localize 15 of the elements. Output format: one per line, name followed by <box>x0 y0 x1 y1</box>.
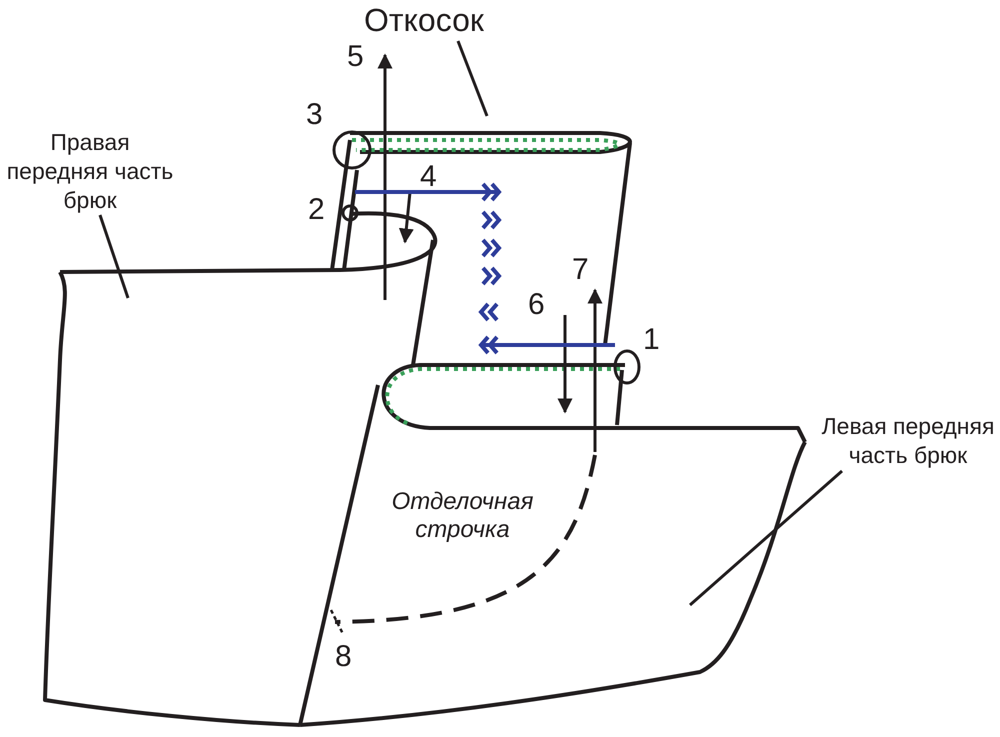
part-label: Откосок <box>364 0 514 40</box>
callout-number: 1 <box>643 323 660 358</box>
callout-number: 6 <box>528 288 545 322</box>
callout-number: 2 <box>308 193 325 228</box>
part-label: Левая передняя часть брюк <box>818 412 998 470</box>
callout-number: 7 <box>572 253 589 288</box>
callout-number: 4 <box>420 160 437 194</box>
part-label: Правая передняя часть брюк <box>5 128 175 214</box>
stitch-label: Отделочная строчка <box>390 488 534 544</box>
leader-line <box>689 470 843 606</box>
callout-number: 5 <box>347 40 364 74</box>
callout-number: 8 <box>335 640 352 674</box>
callout-number: 3 <box>306 98 323 132</box>
leader-line <box>98 214 130 298</box>
leader-line <box>456 40 488 117</box>
